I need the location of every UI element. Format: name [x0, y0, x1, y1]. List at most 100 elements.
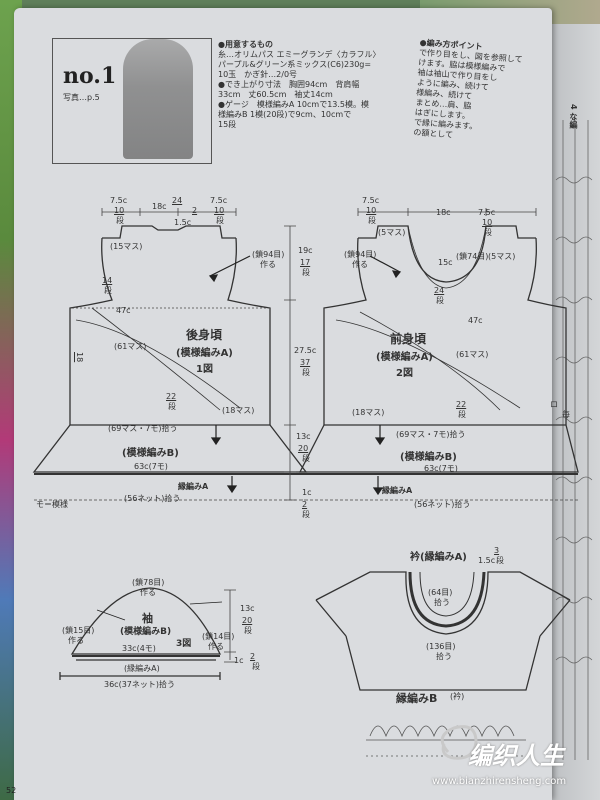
skirt-length: 13c	[296, 432, 311, 441]
back-shoulder-label: 7.5c	[110, 196, 128, 205]
collar-inner-action: 拾う	[434, 598, 450, 607]
front-lower-unit: 段	[458, 410, 466, 419]
back-title: 後身頃	[186, 328, 223, 342]
front-lower-rows: 22	[456, 400, 467, 409]
back-chain-label: (鎖94目)	[252, 250, 285, 259]
front-chain-label: (鎖94目)	[344, 250, 377, 259]
back-hem-mark: (18マス)	[222, 406, 255, 415]
materials-line: 糸…オリムパス エミーグランデ〈カラフル〉	[218, 50, 381, 59]
back-side-rows: 18	[75, 352, 84, 363]
stitch-legend: モ＝模様	[36, 500, 68, 509]
armhole-rows: 17	[300, 258, 311, 267]
materials-line: ●でき上がり寸法 胸囲94cm 背肩幅	[218, 80, 360, 89]
armhole-depth: 19c	[298, 246, 313, 255]
body-row-unit: 段	[302, 368, 310, 377]
pattern-number: no.1	[63, 63, 117, 89]
photo-reference: 写真…p.5	[63, 93, 100, 102]
front-edge-label: (模様編みB)	[400, 452, 457, 463]
front-shoulder-label: 7.5c	[362, 196, 380, 205]
edging-b-title: 縁編みB	[396, 692, 438, 705]
collar-depth-rows: 3	[494, 546, 500, 555]
collar-outer-action: 拾う	[436, 652, 452, 661]
collar-outline	[315, 571, 571, 691]
skirt-rows: 20	[298, 444, 309, 453]
facing-page-heading: 4 な編	[569, 104, 578, 129]
back-chain-action: 作る	[260, 260, 276, 269]
border-height: 1c	[302, 488, 312, 497]
body-length: 27.5c	[294, 346, 317, 355]
back-neck-rows: 24	[172, 196, 183, 205]
border-row-unit: 段	[302, 510, 310, 519]
front-chest-label: 47c	[468, 316, 483, 325]
front-subtitle: (模様編みA)	[376, 352, 433, 363]
back-shoulder-unit: 段	[116, 216, 124, 225]
facing-page-char: ロ	[550, 400, 558, 409]
sleeve-row-unit: 段	[244, 626, 252, 635]
sleeve-subtitle: (模様編みB)	[120, 627, 172, 637]
collar-outer-count: (136目)	[426, 642, 456, 651]
back-neck-label: 18c	[152, 202, 167, 211]
back-armhole-rows: 14	[102, 276, 113, 285]
back-armhole-unit: 段	[104, 286, 112, 295]
watermark: 编织人生 www.bianzhirensheng.com	[432, 736, 582, 792]
sleeve-right-chain: (鎖14目)	[202, 632, 235, 641]
materials-line: 10玉 かぎ針…2/0号	[218, 70, 298, 79]
front-neck-depth: 15c	[438, 258, 453, 267]
materials-line: 15段	[218, 120, 237, 129]
sleeve-border-label: (縁編みA)	[124, 664, 160, 673]
photo-frame: no.1 写真…p.5	[52, 38, 212, 164]
front-border-label: 縁編みA	[382, 486, 413, 495]
back-lower-rows: 22	[166, 392, 177, 401]
front-title: 前身頃	[390, 332, 427, 346]
back-side-stitches: (61マス)	[114, 342, 147, 351]
front-right-shoulder-unit: 段	[484, 228, 492, 237]
back-lower-unit: 段	[168, 402, 176, 411]
edging-b-note: (衿)	[450, 692, 465, 701]
collar-depth: 1.5c	[478, 556, 496, 565]
sleeve-left-chain-action: 作る	[68, 636, 84, 645]
skirt-row-unit: 段	[302, 454, 310, 463]
model-photo	[123, 39, 193, 159]
facing-page-char: 毎	[562, 410, 570, 419]
front-right-shoulder-label: 7.5c	[478, 208, 496, 217]
back-body-outline	[32, 225, 308, 475]
back-edge-label: (模様編みB)	[122, 448, 179, 459]
back-right-shoulder-rows: 10	[214, 206, 225, 215]
sleeve-figure-number: 3図	[176, 639, 192, 649]
front-shoulder-unit: 段	[368, 216, 376, 225]
sleeve-border-height: 1c	[234, 656, 244, 665]
front-border-pickup: (56ネット)拾う	[414, 500, 471, 509]
sleeve-border-row-unit: 段	[252, 662, 260, 671]
front-mark-right: (5マス)	[488, 252, 516, 261]
facing-page-chart	[555, 120, 593, 760]
materials-line: ●ゲージ 模様編みA 10cmで13.5模。模	[218, 100, 370, 109]
back-border-label: 縁編みA	[178, 482, 209, 491]
materials-line: パープル&グリーン系ミックス(C6)230g=	[218, 60, 372, 69]
points-block: ●編み方ポイント で作り目をし、図を参照して けます。脇は模様編みで 袖は袖山で…	[413, 38, 538, 146]
materials-title: ●用意するもの	[218, 40, 273, 49]
materials-line: 33cm 丈60.5cm 袖丈14cm	[218, 90, 333, 99]
direction-arrows	[96, 255, 402, 621]
collar-inner-count: (64目)	[428, 588, 453, 597]
materials-line: 様編みB 1模(20段)で9cm、10cmで	[218, 110, 352, 119]
front-right-shoulder-rows: 10	[482, 218, 493, 227]
front-side-stitches: (61マス)	[456, 350, 489, 359]
watermark-brand: 编织人生	[468, 742, 564, 770]
back-neck-step: 1.5c	[174, 218, 192, 227]
sleeve-height-rows: 20	[242, 616, 253, 625]
page-number: 52	[6, 786, 17, 795]
sleeve-left-chain: (鎖15目)	[62, 626, 95, 635]
sleeve-right-chain-action: 作る	[208, 642, 224, 651]
sleeve-width: 33c(4モ)	[122, 644, 156, 653]
front-hem-mark: (18マス)	[352, 408, 385, 417]
materials-block: ●用意するもの 糸…オリムパス エミーグランデ〈カラフル〉 パープル&グリーン系…	[218, 40, 408, 130]
front-figure-number: 2図	[396, 368, 413, 379]
body-rows: 37	[300, 358, 311, 367]
front-pickup: (69マス・7モ)拾う	[396, 430, 466, 439]
collar-depth-unit: 段	[496, 556, 504, 565]
front-chain-action: 作る	[352, 260, 368, 269]
front-mark-left: (5マス)	[378, 228, 406, 237]
back-shoulder-rows: 10	[114, 206, 125, 215]
front-neck-rows: 24	[434, 286, 445, 295]
